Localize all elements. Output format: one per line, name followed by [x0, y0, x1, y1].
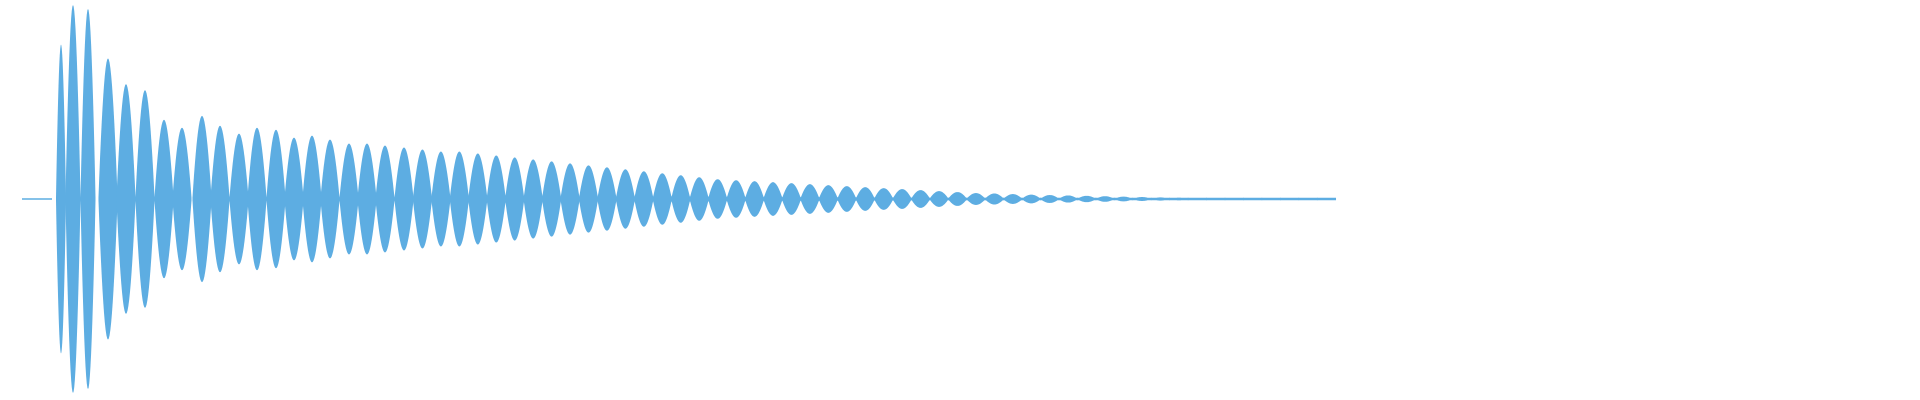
waveform-lobe: [154, 119, 174, 279]
waveform-lobe: [375, 145, 395, 253]
waveform-lobe: [615, 169, 635, 229]
waveform-lobes: [56, 4, 1337, 394]
waveform-lobe: [1003, 194, 1023, 204]
waveform-lobe: [781, 183, 801, 215]
waveform-lobe: [1114, 196, 1134, 202]
waveform-lobe: [1224, 197, 1244, 201]
waveform-lobe: [468, 153, 488, 245]
waveform-lobe: [247, 127, 267, 271]
waveform-lobe: [412, 149, 432, 249]
waveform-lobe: [652, 173, 672, 225]
waveform-lobe: [634, 171, 654, 227]
waveform-lobe: [1132, 197, 1152, 201]
waveform-lobe: [689, 177, 709, 221]
waveform-lobe: [671, 175, 691, 223]
waveform-lobe: [837, 186, 857, 212]
waveform-lobe: [172, 127, 192, 271]
waveform-lobe: [1169, 197, 1189, 201]
waveform-lobe: [505, 157, 525, 241]
waveform-lobe: [284, 137, 304, 261]
waveform-lobe: [523, 159, 543, 239]
waveform-lobe: [1187, 197, 1207, 201]
waveform-lobe: [135, 90, 155, 308]
waveform-lobe: [486, 155, 506, 243]
waveform-lobe: [708, 179, 728, 219]
waveform-lobe: [210, 125, 230, 273]
waveform-lobe: [116, 84, 136, 314]
waveform-lobe: [929, 191, 949, 207]
waveform-lobe: [1298, 197, 1318, 201]
waveform-lobe: [98, 58, 118, 340]
waveform-lobe: [542, 161, 562, 237]
waveform-lobe: [431, 151, 451, 247]
waveform-lobe: [1261, 197, 1281, 201]
waveform-lobe: [229, 133, 249, 265]
waveform-lobe: [394, 147, 414, 251]
waveform-lobe: [726, 180, 746, 218]
waveform-lobe: [597, 167, 617, 231]
waveform-lobe: [560, 163, 580, 235]
waveform-lobe: [800, 184, 820, 214]
waveform-lobe: [984, 193, 1004, 205]
waveform-lobe: [818, 185, 838, 213]
waveform-lobe: [339, 143, 359, 255]
waveform-lobe: [947, 192, 968, 206]
waveform-lobe: [1077, 195, 1097, 203]
waveform-lobe: [65, 4, 81, 394]
waveform-lobe: [1150, 197, 1170, 201]
waveform-lobe: [320, 139, 340, 259]
waveform-lobe: [1243, 197, 1263, 201]
waveform-lobe: [1040, 195, 1060, 203]
waveform-lobe: [80, 8, 96, 390]
waveform-lobe: [874, 188, 894, 210]
waveform-lobe: [1058, 195, 1078, 203]
waveform-lobe: [1206, 197, 1226, 201]
waveform-lobe: [578, 165, 599, 233]
waveform-lobe: [302, 135, 322, 263]
waveform-lobe: [745, 181, 765, 217]
waveform-lobe: [892, 189, 912, 209]
waveform-lobe: [966, 193, 986, 205]
waveform-lobe: [449, 151, 469, 247]
waveform-lobe: [1095, 196, 1115, 202]
waveform-lobe: [911, 190, 931, 208]
waveform-lobe: [763, 182, 783, 216]
waveform-lobe: [56, 44, 66, 354]
waveform-lobe: [1316, 197, 1337, 201]
waveform-lobe: [1280, 197, 1300, 201]
waveform-lobe: [357, 143, 377, 255]
waveform-lobe: [192, 115, 212, 283]
waveform-lobe: [1021, 194, 1041, 204]
waveform-lobe: [266, 129, 286, 269]
waveform-lobe: [855, 187, 875, 211]
